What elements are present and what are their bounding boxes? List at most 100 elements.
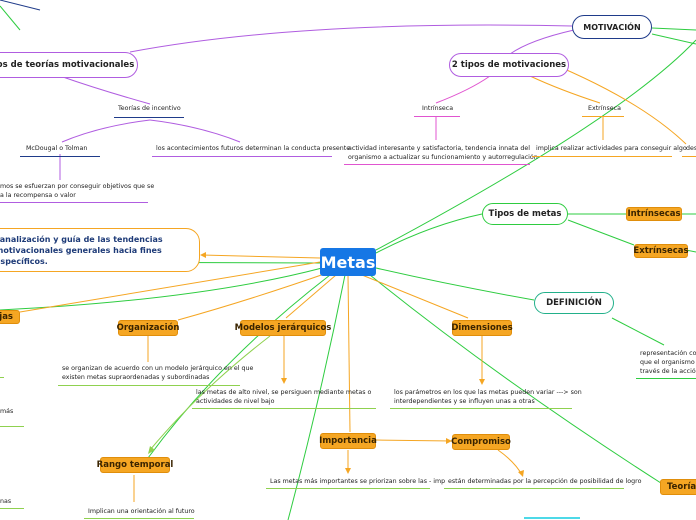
- link-tipos-extrinsecas: [567, 219, 635, 246]
- center-topic-metas[interactable]: Metas: [320, 248, 376, 276]
- importancia-desc-label[interactable]: Las metas más importantes se priorizan s…: [270, 478, 446, 485]
- intrinseca-desc-line-1[interactable]: actividad interesante y satisfactoria, t…: [348, 145, 530, 152]
- organizacion-node[interactable]: Organización: [117, 320, 179, 336]
- compromiso-desc-underline: [444, 488, 624, 489]
- link-importancia-compromiso: [375, 439, 453, 442]
- modelos-node[interactable]: Modelos jerárquicos: [235, 320, 331, 336]
- compromiso-desc-label[interactable]: están determinadas por la percepción de …: [448, 478, 642, 485]
- arrow-rango: [148, 446, 155, 454]
- organizacion-desc-underline: [58, 385, 240, 386]
- teorias-node[interactable]: Teorías: [660, 479, 696, 495]
- esfuerzan-underline: [0, 202, 148, 203]
- compromiso-node[interactable]: Compromiso: [451, 434, 511, 450]
- link-center-dimensiones: [361, 274, 469, 319]
- link-2tipos-des: [547, 61, 687, 145]
- link-center-organizacion: [177, 271, 331, 321]
- link-2tipos-extrinseca: [529, 75, 601, 104]
- extrinseca-label[interactable]: Extrínseca: [588, 105, 621, 112]
- link-tipos-incentivo: [59, 75, 151, 105]
- left-nas-label[interactable]: nas: [0, 498, 12, 505]
- intrinseca-desc-underline: [344, 164, 530, 165]
- mcdougal-label[interactable]: McDougal o Tolman: [26, 145, 88, 152]
- link-definicion-desc: [611, 317, 665, 346]
- definicion-desc-underline: [636, 378, 696, 379]
- dimensiones-desc-line-2[interactable]: interdependientes y se influyen unas a o…: [394, 398, 535, 405]
- modelos-desc-line-1[interactable]: las metas de alto nivel, se persiguen me…: [196, 389, 372, 396]
- left-mas-label[interactable]: más: [0, 408, 14, 415]
- link-modelos-rango: [149, 335, 271, 451]
- link-center-tipos: [375, 213, 483, 254]
- link-center-motivacion: [375, 39, 696, 251]
- des-underline: [682, 156, 696, 157]
- link-motivacion-right: [651, 27, 696, 31]
- rango-desc-underline: [84, 518, 194, 519]
- link-2tipos-intrinseca: [435, 75, 491, 104]
- definicion-desc-line-3[interactable]: través de la acción: [640, 368, 696, 375]
- acontecimientos-underline: [152, 156, 332, 157]
- definicion-desc-line-1[interactable]: representación cogn: [640, 350, 696, 357]
- link-motivacion-left: [0, 5, 21, 31]
- importancia-desc-underline: [266, 488, 430, 489]
- dimensiones-desc-underline: [390, 408, 572, 409]
- link-motivacion-2tipos: [509, 29, 575, 55]
- left-underline-1: [0, 377, 4, 378]
- tipos-teorias-node[interactable]: tipos de teorías motivacionales: [0, 52, 138, 78]
- intrinsecas-node[interactable]: Intrínsecas: [626, 207, 682, 221]
- link-motivacion-tipos: [129, 24, 573, 53]
- link-center-definicion: [375, 267, 535, 301]
- modelos-desc-underline: [192, 408, 376, 409]
- motivacion-node[interactable]: MOTIVACIÓN: [572, 15, 652, 39]
- esfuerzan-line-1[interactable]: mos se esfuerzan por conseguir objetivos…: [0, 183, 155, 190]
- rango-desc-label[interactable]: Implican una orientación al futuro: [88, 508, 195, 515]
- link-center-complejas: [19, 261, 321, 313]
- link-center-modelos: [285, 274, 337, 319]
- tipos-metas-node[interactable]: Tipos de metas: [482, 203, 568, 225]
- canalizacion-text: canalización y guía de las tendencias mo…: [0, 234, 163, 266]
- intrinseca-underline: [414, 116, 460, 117]
- link-center-teorias: [369, 274, 665, 486]
- arrow-importancia-desc: [345, 468, 351, 474]
- teorias-incentivo-underline: [114, 117, 184, 118]
- acontecimientos-label[interactable]: los acontecimientos futuros determinan l…: [156, 145, 351, 152]
- link-center-importancia: [347, 274, 351, 433]
- link-center-canal: [201, 254, 321, 259]
- extrinsecas-node[interactable]: Extrínsecas: [633, 244, 689, 258]
- importancia-node[interactable]: Importancia: [319, 433, 377, 449]
- definicion-node[interactable]: DEFINICIÓN: [534, 292, 614, 314]
- link-motivacion-right2: [651, 33, 696, 45]
- intrinseca-desc-line-2[interactable]: organismo a actualizar su funcionamiento…: [348, 154, 538, 161]
- organizacion-desc-line-2[interactable]: existen metas supraordenadas y subordina…: [62, 374, 210, 381]
- intrinseca-label[interactable]: Intrínseca: [422, 105, 454, 112]
- bottom-cyan-line: [524, 517, 580, 519]
- extrinseca-desc-underline: [532, 156, 672, 157]
- organizacion-desc-line-1[interactable]: se organizan de acuerdo con un modelo je…: [62, 365, 254, 372]
- teorias-incentivo-label[interactable]: Teorías de incentivo: [118, 105, 181, 112]
- arrow-modelos-desc: [281, 378, 287, 384]
- arrow-dimensiones-desc: [479, 379, 485, 385]
- link-top-left: [0, 0, 41, 11]
- definicion-desc-line-2[interactable]: que el organismo es: [640, 359, 696, 366]
- canalizacion-node[interactable]: canalización y guía de las tendencias mo…: [0, 228, 200, 272]
- extrinseca-underline: [582, 116, 624, 117]
- arrow-compromiso-desc: [518, 470, 524, 477]
- rango-node[interactable]: Rango temporal: [97, 457, 173, 473]
- link-incentivo-mcdougal: [61, 119, 151, 143]
- mcdougal-underline: [20, 156, 100, 157]
- dimensiones-desc-line-1[interactable]: los parámetros en los que las metas pued…: [394, 389, 582, 396]
- left-underline-3: [0, 508, 24, 509]
- link-center-bottom: [287, 274, 346, 520]
- left-underline-2: [0, 426, 24, 427]
- link-incentivo-acontecimientos: [149, 119, 241, 143]
- link-compromiso-desc: [497, 449, 523, 476]
- extrinseca-desc-label[interactable]: implica realizar actividades para conseg…: [536, 145, 687, 152]
- complejas-node[interactable]: lejas: [0, 310, 20, 324]
- des-partial-label[interactable]: des: [686, 145, 696, 152]
- link-center-rango: [147, 274, 331, 459]
- modelos-desc-line-2[interactable]: actividades de nivel bajo: [196, 398, 275, 405]
- dos-tipos-node[interactable]: 2 tipos de motivaciones: [449, 53, 569, 77]
- arrow-canal: [200, 252, 206, 258]
- dimensiones-node[interactable]: Dimensiones: [451, 320, 513, 336]
- esfuerzan-line-2[interactable]: a la recompensa o valor: [0, 192, 76, 199]
